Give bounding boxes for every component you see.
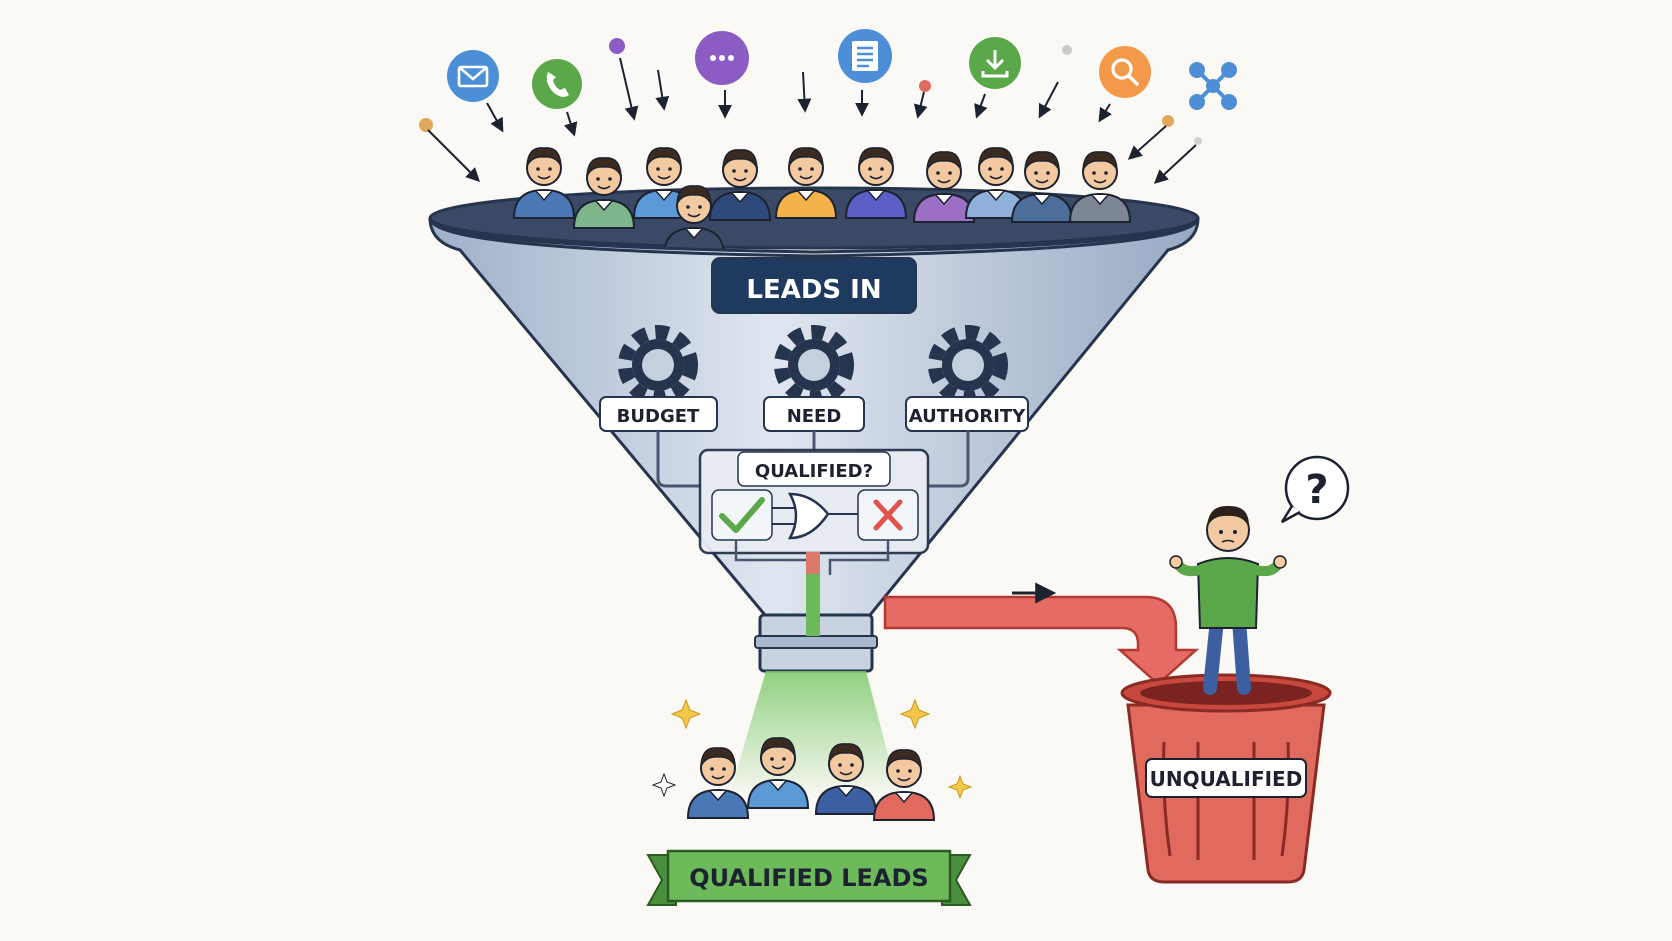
decor-dot <box>919 80 931 92</box>
qualified-leads-label: QUALIFIED LEADS <box>689 864 928 892</box>
funnel-rim-front <box>428 217 1200 258</box>
sparkle-icon <box>947 774 973 800</box>
criterion-budget: BUDGET <box>599 332 718 432</box>
source-icons <box>419 29 1237 145</box>
funnel-spout-ring <box>754 635 878 649</box>
criterion-label: BUDGET <box>617 406 700 427</box>
inflow-arrows <box>427 57 1197 184</box>
chat-icon <box>695 31 749 85</box>
decor-dot <box>1062 45 1072 55</box>
reject-arrow <box>883 582 1200 686</box>
decor-dot <box>1162 115 1174 127</box>
unqualified-bin: UNQUALIFIED <box>1120 673 1332 884</box>
sparkle-icon <box>670 698 702 730</box>
unqualified-label: UNQUALIFIED <box>1150 767 1303 791</box>
email-icon <box>447 50 499 102</box>
question-mark: ? <box>1305 467 1328 513</box>
check-icon <box>719 497 765 533</box>
criterion-label: AUTHORITY <box>909 406 1026 427</box>
gate-label: QUALIFIED? <box>755 461 873 482</box>
logic-gate-icon <box>787 492 830 540</box>
sparkle-icon <box>899 698 931 730</box>
sparkle-icon <box>651 772 677 798</box>
phone-icon <box>532 59 582 109</box>
search-icon <box>1099 46 1151 98</box>
criteria-wires <box>656 431 970 488</box>
download-icon <box>969 37 1021 89</box>
form-icon <box>838 29 892 83</box>
decor-dot <box>419 118 433 132</box>
question-bubble: ? <box>1280 455 1350 524</box>
decor-dot <box>609 38 625 54</box>
qualified-leads-banner: QUALIFIED LEADS <box>646 849 972 906</box>
network-icon <box>1189 62 1237 110</box>
unqualified-person <box>1169 505 1287 695</box>
qualification-gate: QUALIFIED? <box>698 448 930 575</box>
leads-in-label: LEADS IN <box>746 275 881 305</box>
criterion-label: NEED <box>787 406 842 427</box>
leads-in-banner: LEADS IN <box>711 257 917 314</box>
sparkle-icons <box>651 698 973 800</box>
cross-icon <box>873 499 903 531</box>
decor-dot <box>1194 137 1202 145</box>
qualified-beam <box>728 671 900 800</box>
flow-stream-red <box>806 552 820 574</box>
